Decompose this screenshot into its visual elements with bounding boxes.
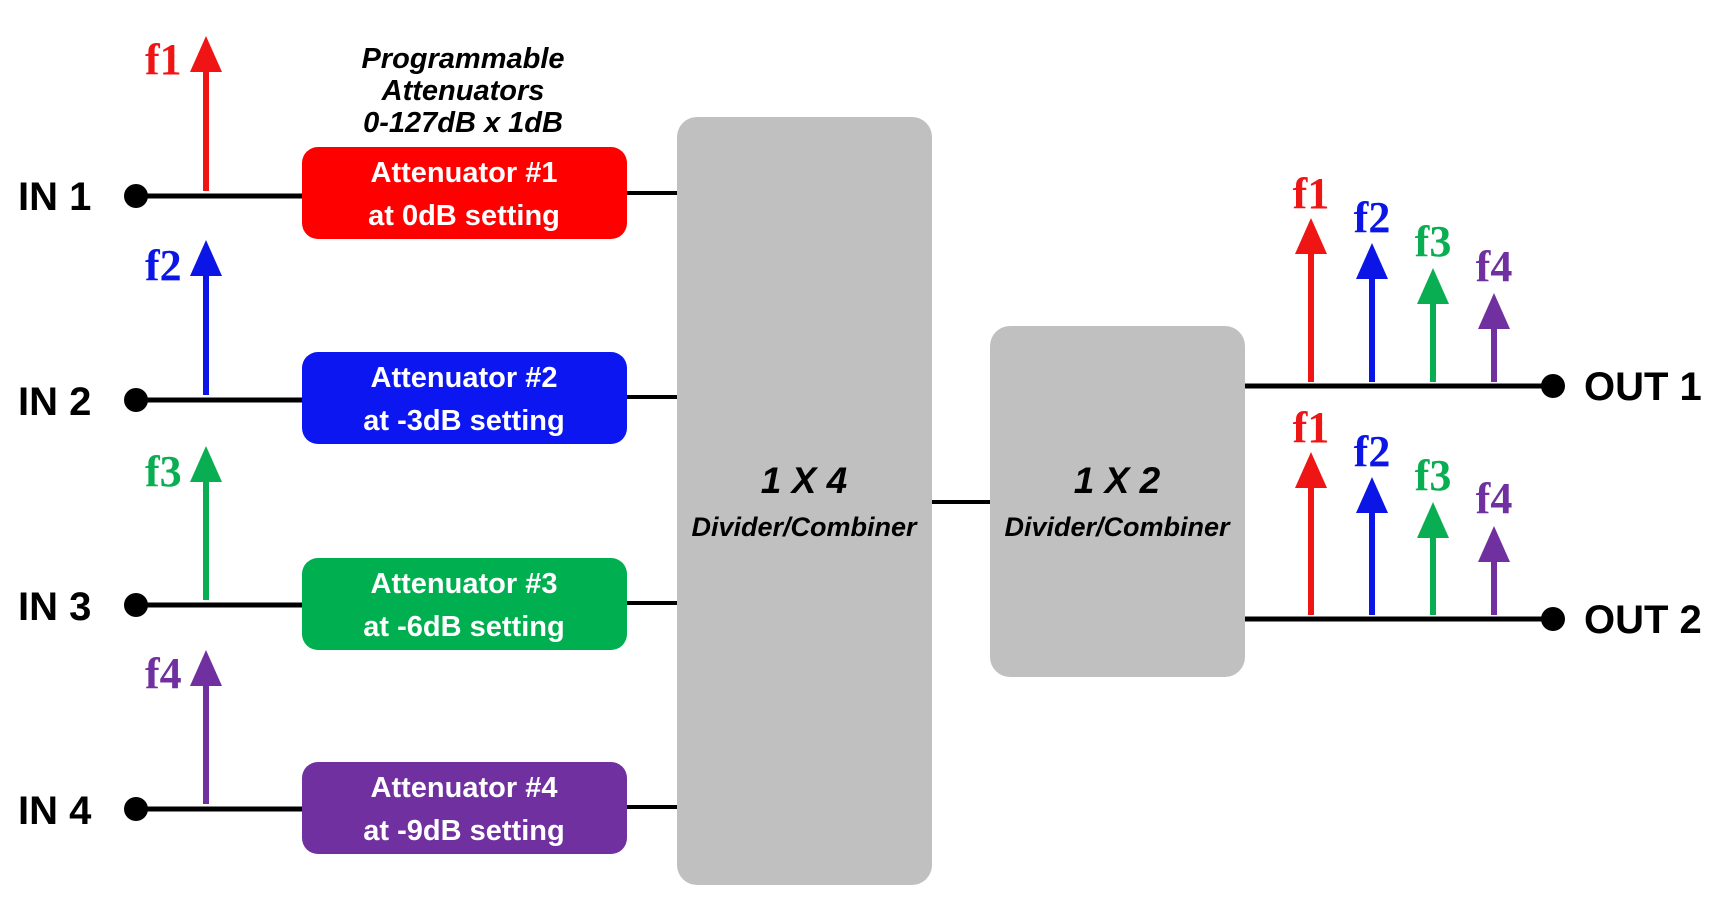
input-label: IN 3: [18, 585, 91, 629]
frequency-label: f2: [145, 241, 182, 290]
attenuator-4[interactable]: Attenuator #4 at -9dB setting: [302, 762, 678, 854]
input-branch-4: IN 4 f4: [18, 649, 305, 833]
attenuator-setting: at 0dB setting: [368, 200, 560, 232]
output-branch-2: OUT 2 f1 f2 f3 f4: [1245, 403, 1702, 642]
attenuator-name: Attenuator #4: [371, 772, 558, 804]
attenuator-setting: at -3dB setting: [363, 405, 564, 437]
frequency-arrow-head-icon: [190, 446, 222, 482]
attenuator-block[interactable]: [302, 352, 627, 444]
output-frequency-arrow-head-icon: [1295, 218, 1327, 254]
attenuator-block[interactable]: [302, 558, 627, 650]
attenuator-3[interactable]: Attenuator #3 at -6dB setting: [302, 558, 678, 650]
attenuator-setting: at -6dB setting: [363, 611, 564, 643]
attenuator-block[interactable]: [302, 147, 627, 239]
output-frequency-label: f4: [1476, 474, 1513, 523]
attenuator-setting: at -9dB setting: [363, 815, 564, 847]
output-port-dot[interactable]: [1541, 607, 1565, 631]
output-frequency-arrow-head-icon: [1478, 526, 1510, 562]
output-frequency-arrow-head-icon: [1356, 477, 1388, 513]
header-line-3: 0-127dB x 1dB: [363, 107, 563, 139]
divider-combiner-1x4[interactable]: 1 X 4 Divider/Combiner: [677, 117, 932, 885]
divider-combiner-1x2[interactable]: 1 X 2 Divider/Combiner: [990, 326, 1245, 677]
output-frequency-arrow-head-icon: [1478, 293, 1510, 329]
output-frequency-label: f3: [1415, 451, 1452, 500]
attenuator-name: Attenuator #1: [371, 157, 558, 189]
input-label: IN 1: [18, 175, 91, 219]
divider-1x4-subtitle: Divider/Combiner: [691, 512, 918, 542]
output-branch-1: OUT 1 f1 f2 f3 f4: [1245, 169, 1702, 409]
input-branch-2: IN 2 f2: [18, 240, 305, 424]
output-frequency-arrow-head-icon: [1417, 268, 1449, 304]
input-label: IN 2: [18, 380, 91, 424]
output-frequency-arrow-head-icon: [1295, 452, 1327, 488]
divider-1x2-subtitle: Divider/Combiner: [1004, 512, 1231, 542]
divider-1x2-title: 1 X 2: [1074, 460, 1161, 501]
attenuators: Attenuator #1 at 0dB setting Attenuator …: [302, 147, 678, 854]
header-line-1: Programmable: [361, 43, 564, 75]
input-branch-1: IN 1 f1: [18, 35, 305, 219]
frequency-label: f3: [145, 447, 182, 496]
output-frequency-arrow-head-icon: [1417, 502, 1449, 538]
output-frequency-label: f2: [1354, 427, 1391, 476]
output-branches: OUT 1 f1 f2 f3 f4 OUT 2 f1: [1245, 169, 1702, 642]
frequency-arrow-head-icon: [190, 36, 222, 72]
frequency-arrow-head-icon: [190, 650, 222, 686]
output-frequency-label: f1: [1293, 403, 1330, 452]
output-frequency-label: f3: [1415, 217, 1452, 266]
attenuator-name: Attenuator #3: [371, 568, 558, 600]
frequency-label: f4: [145, 649, 182, 698]
divider-1x4-block[interactable]: [677, 117, 932, 885]
attenuator-1[interactable]: Attenuator #1 at 0dB setting: [302, 147, 678, 239]
input-branches: IN 1 f1 IN 2 f2 IN 3 f3 IN 4: [18, 35, 305, 833]
output-frequency-arrow-head-icon: [1356, 243, 1388, 279]
attenuator-header: Programmable Attenuators 0-127dB x 1dB: [361, 43, 564, 139]
divider-1x4-title: 1 X 4: [761, 460, 847, 501]
divider-1x2-block[interactable]: [990, 326, 1245, 677]
header-line-2: Attenuators: [381, 75, 545, 107]
output-frequency-label: f4: [1476, 242, 1513, 291]
output-port-dot[interactable]: [1541, 374, 1565, 398]
output-frequency-label: f2: [1354, 193, 1391, 242]
output-frequency-label: f1: [1293, 169, 1330, 218]
output-label: OUT 2: [1584, 598, 1702, 642]
attenuator-name: Attenuator #2: [371, 362, 558, 394]
output-label: OUT 1: [1584, 365, 1702, 409]
frequency-label: f1: [145, 35, 182, 84]
attenuator-2[interactable]: Attenuator #2 at -3dB setting: [302, 352, 678, 444]
input-branch-3: IN 3 f3: [18, 446, 305, 629]
frequency-arrow-head-icon: [190, 240, 222, 276]
input-label: IN 4: [18, 789, 92, 833]
attenuator-block[interactable]: [302, 762, 627, 854]
